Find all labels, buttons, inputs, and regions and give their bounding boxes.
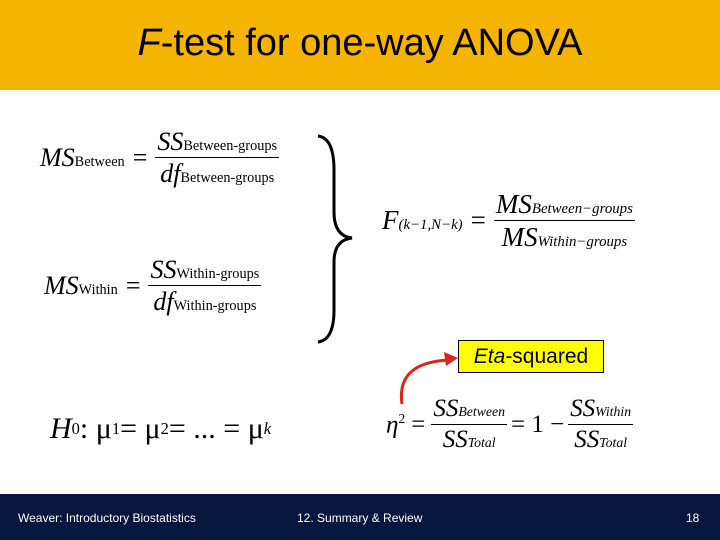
ms-between-fraction: SSBetween-groups dfBetween-groups xyxy=(155,128,280,189)
arrow-head-icon xyxy=(444,352,458,366)
ms-within-numerator: SSWithin-groups xyxy=(148,256,262,287)
eta-fraction-2: SSWithin SSTotal xyxy=(568,395,634,454)
footer-chapter: 12. Summary & Review xyxy=(297,511,423,525)
ms-within-formula: MSWithin = SSWithin-groups dfWithin-grou… xyxy=(44,256,262,317)
eta-squared-label: Eta-squared xyxy=(458,340,604,373)
f-statistic-formula: F(k−1,N−k) = MSBetween−groups MSWithin−g… xyxy=(382,190,635,252)
footer-bar: Weaver: Introductory Biostatistics 12. S… xyxy=(0,494,720,540)
slide-title: F-test for one-way ANOVA xyxy=(0,22,720,65)
f-numerator: MSBetween−groups xyxy=(493,190,635,222)
equals-sign: = xyxy=(411,410,426,438)
title-italic-f: F xyxy=(137,22,161,64)
right-brace-icon xyxy=(317,134,353,344)
ms-between-formula: MSBetween = SSBetween-groups dfBetween-g… xyxy=(40,128,280,189)
ms-between-numerator: SSBetween-groups xyxy=(155,128,280,159)
eta-symbol: η2 xyxy=(386,410,406,438)
eta-middle: = 1 − xyxy=(510,410,565,438)
f-fraction: MSBetween−groups MSWithin−groups xyxy=(493,190,635,253)
title-rest: -test for one-way ANOVA xyxy=(160,22,583,64)
page-number: 18 xyxy=(686,511,700,525)
f-lhs: F(k−1,N−k) xyxy=(382,205,463,236)
equals-sign: = xyxy=(470,205,486,236)
ms-within-fraction: SSWithin-groups dfWithin-groups xyxy=(148,256,262,317)
title-band xyxy=(0,0,720,90)
eta-fraction-1: SSBetween SSTotal xyxy=(431,395,507,454)
equals-sign: = xyxy=(125,270,141,300)
ms-between-lhs: MSBetween xyxy=(40,142,125,172)
curved-arrow-icon xyxy=(399,358,451,405)
ms-between-denominator: dfBetween-groups xyxy=(160,159,275,189)
ms-within-lhs: MSWithin xyxy=(44,270,118,300)
equals-sign: = xyxy=(132,142,148,172)
f-denominator: MSWithin−groups xyxy=(501,222,628,253)
eta-squared-formula: η2 = SSBetween SSTotal = 1 − SSWithin SS… xyxy=(386,395,634,454)
ms-within-denominator: dfWithin-groups xyxy=(153,287,257,317)
footer-author: Weaver: Introductory Biostatistics xyxy=(18,511,196,525)
